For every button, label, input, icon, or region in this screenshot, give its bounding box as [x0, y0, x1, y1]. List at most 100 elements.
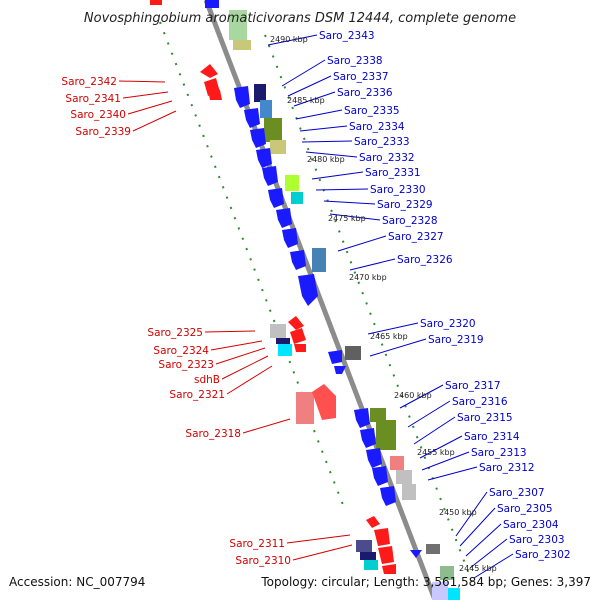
- gene-label[interactable]: Saro_2330: [370, 184, 426, 196]
- label-leader-line: [127, 100, 173, 115]
- label-leader-line: [295, 109, 343, 120]
- gene-feature: [296, 392, 314, 424]
- gene-feature: [276, 208, 292, 228]
- label-leader-line: [473, 553, 514, 579]
- gene-feature: [360, 552, 376, 560]
- gene-label[interactable]: Saro_2326: [397, 254, 453, 266]
- gene-label[interactable]: Saro_2302: [515, 549, 571, 561]
- gene-feature: [312, 248, 326, 272]
- gene-label[interactable]: Saro_2318: [185, 428, 241, 440]
- gene-label[interactable]: Saro_2313: [471, 447, 527, 459]
- label-leader-line: [122, 91, 169, 99]
- gene-feature: [440, 566, 454, 580]
- kbp-tick-label: 2465 kbp: [370, 332, 408, 341]
- gene-feature: [291, 192, 303, 204]
- gene-label[interactable]: Saro_2325: [147, 327, 203, 339]
- kbp-tick-label: 2470 kbp: [349, 273, 387, 282]
- gene-label[interactable]: Saro_2307: [489, 487, 545, 499]
- gene-feature: [328, 350, 342, 364]
- gene-label[interactable]: Saro_2332: [359, 152, 415, 164]
- gene-feature: [290, 328, 306, 344]
- gene-label[interactable]: Saro_2312: [479, 462, 535, 474]
- gene-label[interactable]: Saro_2334: [349, 121, 405, 133]
- gene-feature: [270, 140, 286, 154]
- label-leader-line: [299, 125, 348, 132]
- right-dotted-track: [264, 34, 476, 591]
- gene-label[interactable]: Saro_2321: [169, 389, 225, 401]
- label-leader-line: [292, 544, 353, 561]
- gene-label[interactable]: Saro_2319: [428, 334, 484, 346]
- label-leader-line: [311, 171, 364, 180]
- gene-label[interactable]: Saro_2323: [158, 359, 214, 371]
- gene-label[interactable]: Saro_2327: [388, 231, 444, 243]
- gene-label[interactable]: Saro_2304: [503, 519, 559, 531]
- gene-feature: [354, 408, 370, 428]
- label-leader-line: [407, 400, 451, 428]
- gene-feature: [288, 316, 304, 330]
- gene-feature: [270, 324, 286, 338]
- gene-label[interactable]: Saro_2335: [344, 105, 400, 117]
- gene-feature: [334, 366, 346, 374]
- gene-feature: [402, 484, 416, 500]
- gene-feature: [298, 274, 318, 306]
- gene-label[interactable]: Saro_2315: [457, 412, 513, 424]
- gene-label[interactable]: Saro_2339: [75, 126, 131, 138]
- left-dotted-track-lower: [309, 419, 346, 511]
- gene-feature: [356, 540, 372, 552]
- gene-feature: [432, 582, 448, 600]
- label-leader-line: [301, 140, 353, 143]
- gene-label[interactable]: Saro_2305: [497, 503, 553, 515]
- gene-feature: [376, 420, 396, 450]
- gene-feature: [380, 486, 396, 506]
- gene-feature: [282, 228, 298, 248]
- kbp-tick-label: 2460 kbp: [394, 391, 432, 400]
- gene-label[interactable]: Saro_2329: [377, 199, 433, 211]
- gene-feature: [370, 408, 386, 422]
- gene-feature: [250, 128, 266, 148]
- gene-feature: [264, 118, 282, 142]
- gene-label[interactable]: Saro_2320: [420, 318, 476, 330]
- label-leader-line: [337, 235, 387, 252]
- gene-label[interactable]: Saro_2303: [509, 534, 565, 546]
- label-leader-line: [287, 75, 332, 97]
- label-leader-line: [210, 340, 263, 351]
- gene-label[interactable]: Saro_2314: [464, 431, 520, 443]
- gene-label[interactable]: Saro_2328: [382, 215, 438, 227]
- gene-label[interactable]: Saro_2337: [333, 71, 389, 83]
- gene-label[interactable]: Saro_2317: [445, 380, 501, 392]
- gene-feature: [382, 564, 396, 574]
- label-leader-line: [226, 365, 273, 395]
- gene-feature: [360, 428, 376, 448]
- gene-label[interactable]: Saro_2324: [153, 345, 209, 357]
- kbp-tick-label: 2450 kbp: [439, 508, 477, 517]
- kbp-tick-label: 2445 kbp: [459, 564, 497, 573]
- gene-label[interactable]: Saro_2311: [229, 538, 285, 550]
- gene-label[interactable]: sdhB: [194, 374, 220, 386]
- label-leader-line: [281, 59, 326, 87]
- gene-label[interactable]: Saro_2336: [337, 87, 393, 99]
- gene-feature: [366, 448, 382, 468]
- label-leader-line: [315, 188, 369, 191]
- kbp-tick-label: 2480 kbp: [307, 155, 345, 164]
- gene-label[interactable]: Saro_2316: [452, 396, 508, 408]
- gene-label[interactable]: Saro_2338: [327, 55, 383, 67]
- gene-label[interactable]: Saro_2331: [365, 167, 421, 179]
- label-leader-line: [215, 347, 266, 365]
- gene-feature: [256, 148, 272, 168]
- gene-label[interactable]: Saro_2333: [354, 136, 410, 148]
- gene-feature: [345, 346, 361, 360]
- label-leader-line: [455, 491, 488, 537]
- gene-feature: [268, 188, 284, 208]
- gene-label[interactable]: Saro_2343: [319, 30, 375, 42]
- gene-label[interactable]: Saro_2340: [70, 109, 126, 121]
- gene-feature: [294, 344, 306, 352]
- gene-feature: [426, 544, 440, 554]
- gene-label[interactable]: Saro_2310: [235, 555, 291, 567]
- label-leader-line: [469, 538, 508, 569]
- gene-feature: [364, 560, 378, 570]
- page-title: Novosphingobium aromaticivorans DSM 1244…: [84, 11, 516, 26]
- gene-label[interactable]: Saro_2342: [61, 76, 117, 88]
- label-leader-line: [419, 435, 463, 459]
- gene-label[interactable]: Saro_2341: [65, 93, 121, 105]
